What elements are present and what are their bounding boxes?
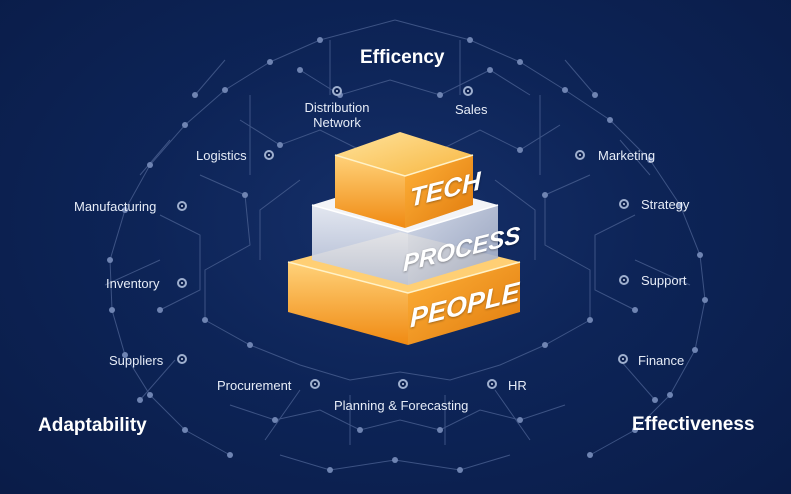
heading-efficency: Efficency (360, 47, 445, 68)
node-finance (618, 354, 628, 364)
label-manufacturing: Manufacturing (74, 199, 157, 214)
label-procurement: Procurement (217, 378, 292, 393)
node-logistics (264, 150, 274, 160)
node-procurement (310, 379, 320, 389)
label-finance: Finance (638, 353, 685, 368)
tier-top-tech (334, 132, 474, 228)
label-logistics: Logistics (196, 148, 247, 163)
heading-adaptability: Adaptability (38, 415, 147, 436)
node-suppliers (177, 354, 187, 364)
node-support (619, 275, 629, 285)
label-strategy: Strategy (641, 197, 690, 212)
node-manufacturing (177, 201, 187, 211)
node-marketing (575, 150, 585, 160)
label-hr: HR (508, 378, 527, 393)
label-support: Support (641, 273, 687, 288)
node-sales (463, 86, 473, 96)
label-planning-forecasting: Planning & Forecasting (334, 398, 469, 413)
label-inventory: Inventory (106, 276, 160, 291)
label-marketing: Marketing (598, 148, 656, 163)
label-sales: Sales (455, 102, 488, 117)
label-distribution-network: Distribution Network (304, 100, 370, 130)
node-distribution-network (332, 86, 342, 96)
node-hr (487, 379, 497, 389)
node-planning-forecasting (398, 379, 408, 389)
node-inventory (177, 278, 187, 288)
label-suppliers: Suppliers (109, 353, 164, 368)
node-strategy (619, 199, 629, 209)
heading-effectiveness: Effectiveness (632, 414, 755, 435)
